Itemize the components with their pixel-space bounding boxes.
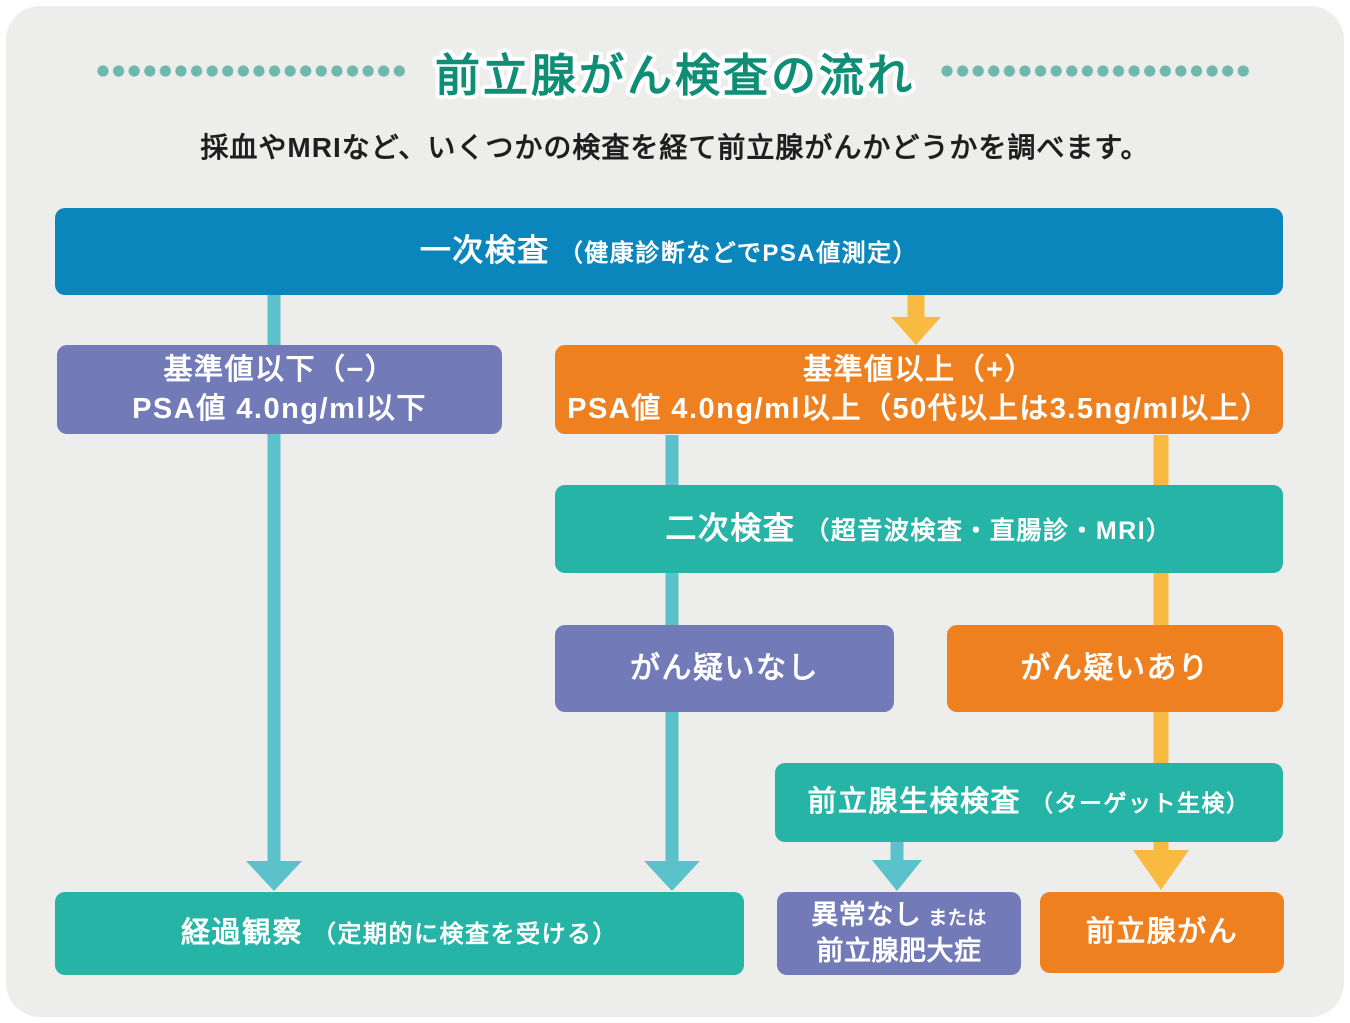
page-title: 前立腺がん検査の流れ <box>434 49 915 101</box>
arrow-shaft <box>267 295 281 863</box>
node-main-label: 異常なし <box>811 899 922 930</box>
node-small-label: または <box>928 907 987 929</box>
node-primary-screening: 一次検査 （健康診断などでPSA値測定） <box>55 208 1283 295</box>
node-line1: 基準値以上（+） <box>803 354 1035 387</box>
node-text: 前立腺生検検査 （ターゲット生検） <box>807 783 1250 821</box>
arrow-head-icon <box>872 860 922 891</box>
arrow-head-icon <box>1133 850 1189 890</box>
arrow-head-icon <box>246 861 302 891</box>
node-text: 二次検査 （超音波検査・直腸診・MRI） <box>665 509 1172 550</box>
arrow-head-icon <box>644 861 700 891</box>
node-text: 経過観察 （定期的に検査を受ける） <box>181 914 618 952</box>
node-follow-up-observation: 経過観察 （定期的に検査を受ける） <box>55 892 744 975</box>
dotted-line-right <box>941 65 1253 77</box>
node-main-label: 前立腺生検検査 <box>807 786 1021 819</box>
arrow-head-icon <box>891 317 941 345</box>
node-prostate-cancer: 前立腺がん <box>1040 892 1284 973</box>
node-below-threshold: 基準値以下（−） PSA値 4.0ng/ml以下 <box>57 345 502 434</box>
arrow-shaft <box>907 295 925 319</box>
page-subtitle: 採血やMRIなど、いくつかの検査を経て前立腺がんかどうかを調べます。 <box>200 132 1150 163</box>
arrow-primary-to-above-threshold <box>891 295 941 345</box>
node-biopsy: 前立腺生検検査 （ターゲット生検） <box>775 763 1283 842</box>
node-no-abnormality: 異常なし または 前立腺肥大症 <box>777 892 1021 975</box>
node-note-label: （超音波検査・直腸診・MRI） <box>804 516 1173 545</box>
title-row: 前立腺がん検査の流れ <box>0 40 1350 102</box>
node-main-label: がん疑いなし <box>630 651 819 685</box>
node-text: 一次検査 （健康診断などでPSA値測定） <box>420 231 918 272</box>
node-line2: PSA値 4.0ng/ml以下 <box>132 392 427 425</box>
arrow-biopsy-to-no-abnormality <box>872 842 922 891</box>
node-main-label: 一次検査 <box>419 233 550 269</box>
node-secondary-screening: 二次検査 （超音波検査・直腸診・MRI） <box>555 485 1283 573</box>
node-line1: 基準値以下（−） <box>163 354 396 387</box>
node-line2: PSA値 4.0ng/ml以上（50代以上は3.5ng/ml以上） <box>567 392 1271 425</box>
node-line2: 前立腺肥大症 <box>816 935 982 966</box>
node-line1: 異常なし または <box>811 898 987 934</box>
node-no-cancer-suspicion: がん疑いなし <box>555 625 894 712</box>
dotted-line-left <box>96 65 409 77</box>
node-above-threshold: 基準値以上（+） PSA値 4.0ng/ml以上（50代以上は3.5ng/ml以… <box>555 345 1283 434</box>
node-main-label: 経過観察 <box>180 917 303 950</box>
arrow-primary-to-observation <box>246 295 302 891</box>
node-main-label: 二次検査 <box>665 510 796 546</box>
node-main-label: 前立腺がん <box>1085 916 1239 949</box>
node-note-label: （定期的に検査を受ける） <box>312 921 618 949</box>
node-main-label: がん疑いあり <box>1020 651 1210 685</box>
node-cancer-suspicion: がん疑いあり <box>947 625 1283 712</box>
node-note-label: （健康診断などでPSA値測定） <box>558 240 919 268</box>
node-note-label: （ターゲット生検） <box>1030 790 1251 817</box>
arrow-shaft <box>890 842 904 862</box>
